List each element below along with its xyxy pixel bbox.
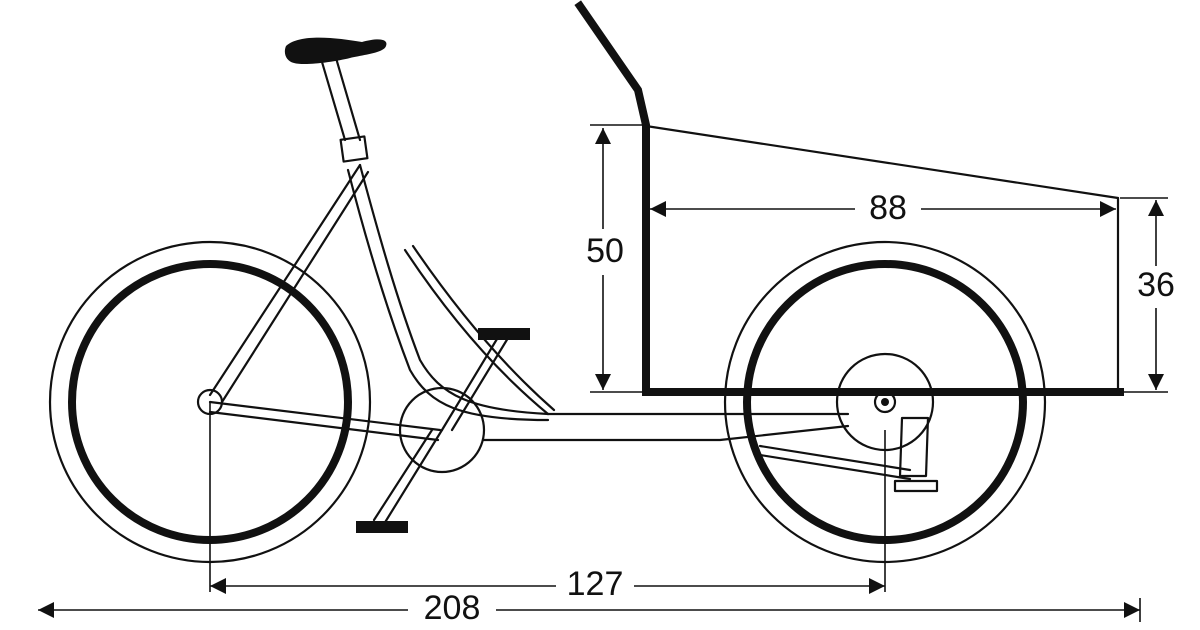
dimension-wheelbase: 127 <box>209 402 886 606</box>
label-wheelbase: 127 <box>567 565 624 603</box>
label-box-height: 50 <box>586 232 624 270</box>
dimension-box-front-height: 36 <box>1120 197 1186 393</box>
label-overall-length: 208 <box>424 589 481 627</box>
crankset <box>356 328 939 533</box>
dimension-overall-length: 208 <box>38 588 1141 630</box>
dimension-box-length: 88 <box>650 188 1116 230</box>
label-box-length: 88 <box>869 189 907 227</box>
dimension-box-height: 50 <box>578 124 646 393</box>
cargo-box <box>574 0 1124 396</box>
bike-frame <box>208 37 930 481</box>
label-box-front-height: 36 <box>1137 266 1175 304</box>
